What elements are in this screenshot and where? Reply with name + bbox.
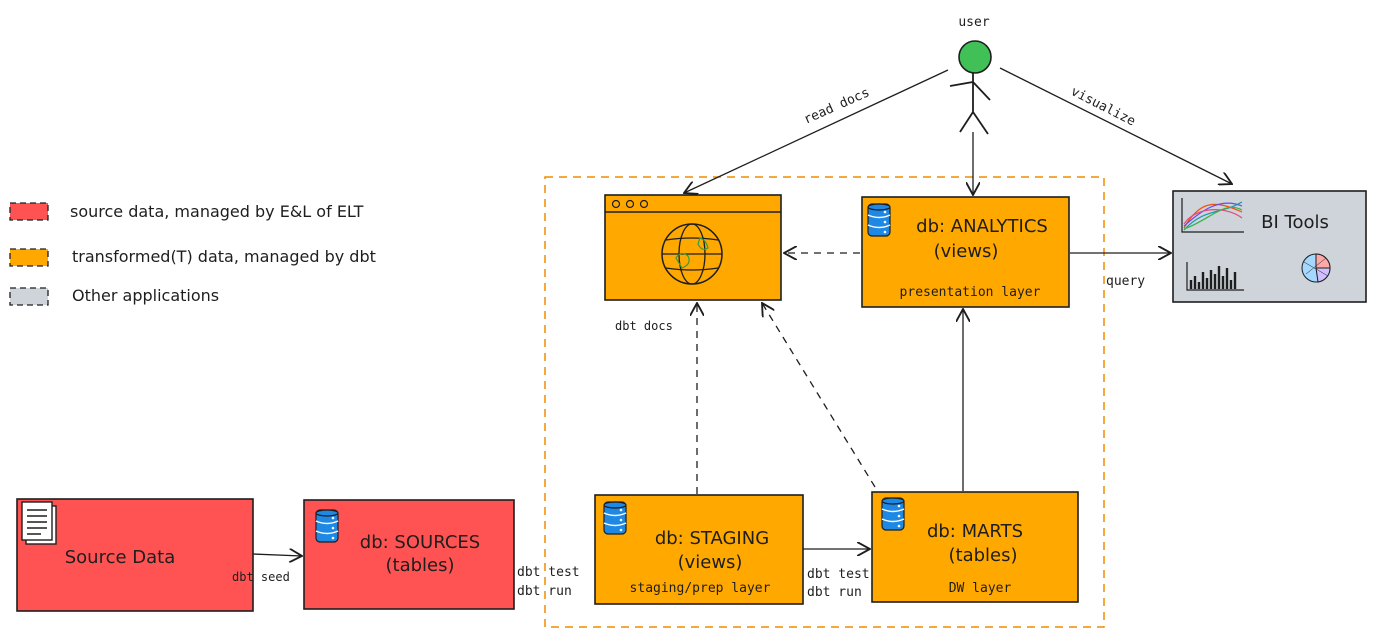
user-figure[interactable]: user: [949, 15, 992, 135]
staging-title: db: STAGING: [655, 528, 769, 549]
analytics-subtitle: (views): [934, 241, 999, 262]
user-label: user: [958, 15, 989, 30]
legend-swatch-transformed: [9, 248, 49, 267]
user-head-icon: [958, 40, 992, 74]
node-bi-tools[interactable]: BI Tools: [1172, 190, 1367, 303]
legend: source data, managed by E&L of ELT trans…: [9, 202, 376, 306]
pie-chart-icon: [1301, 253, 1331, 283]
edge-user-to-docs: [684, 69, 949, 193]
bar-chart-icon: [1186, 262, 1244, 291]
source-data-label: Source Data: [65, 547, 176, 568]
label-query: query: [1106, 274, 1145, 289]
marts-subtitle: (tables): [948, 545, 1017, 566]
sources-subtitle: (tables): [385, 555, 454, 576]
sources-title: db: SOURCES: [360, 532, 480, 553]
node-marts-db[interactable]: db: MARTS (tables) DW layer: [871, 491, 1079, 603]
staging-layer-label: staging/prep layer: [630, 581, 771, 596]
label-dbt-run-2: dbt run: [807, 585, 862, 600]
database-icon: [603, 501, 627, 535]
legend-swatch-other: [9, 287, 49, 306]
database-icon: [881, 497, 905, 531]
legend-label-other: Other applications: [72, 286, 219, 305]
marts-title: db: MARTS: [927, 521, 1023, 542]
edges: [252, 67, 1232, 556]
dbt-group-boundary: [544, 176, 1105, 628]
node-sources-db[interactable]: db: SOURCES (tables): [303, 499, 515, 610]
label-dbt-docs: dbt docs: [615, 319, 673, 333]
analytics-title: db: ANALYTICS: [916, 216, 1048, 237]
legend-swatch-source: [9, 202, 49, 221]
label-dbt-run-1: dbt run: [517, 584, 572, 599]
node-docs-site[interactable]: [604, 194, 782, 301]
edge-user-to-bi: [999, 67, 1232, 184]
node-analytics-db[interactable]: db: ANALYTICS (views) presentation layer: [861, 196, 1070, 308]
database-icon: [867, 203, 891, 237]
analytics-layer-label: presentation layer: [900, 285, 1041, 300]
line-chart-icon: [1181, 198, 1244, 233]
staging-subtitle: (views): [678, 552, 743, 573]
label-dbt-seed: dbt seed: [232, 570, 290, 584]
legend-label-source: source data, managed by E&L of ELT: [70, 202, 364, 221]
edge-source-to-sources: [252, 554, 302, 556]
window-controls-icon: [611, 199, 649, 209]
label-dbt-test-1: dbt test: [517, 565, 580, 580]
edge-marts-to-docs: [762, 303, 876, 488]
database-icon: [315, 509, 339, 543]
label-dbt-test-2: dbt test: [807, 567, 870, 582]
marts-layer-label: DW layer: [949, 581, 1012, 596]
bi-tools-label: BI Tools: [1261, 212, 1329, 233]
node-source-data[interactable]: Source Data: [16, 498, 254, 612]
globe-icon: [661, 223, 723, 285]
node-staging-db[interactable]: db: STAGING (views) staging/prep layer: [594, 494, 804, 605]
document-icon: [21, 501, 57, 545]
legend-label-transformed: transformed(T) data, managed by dbt: [72, 247, 376, 266]
